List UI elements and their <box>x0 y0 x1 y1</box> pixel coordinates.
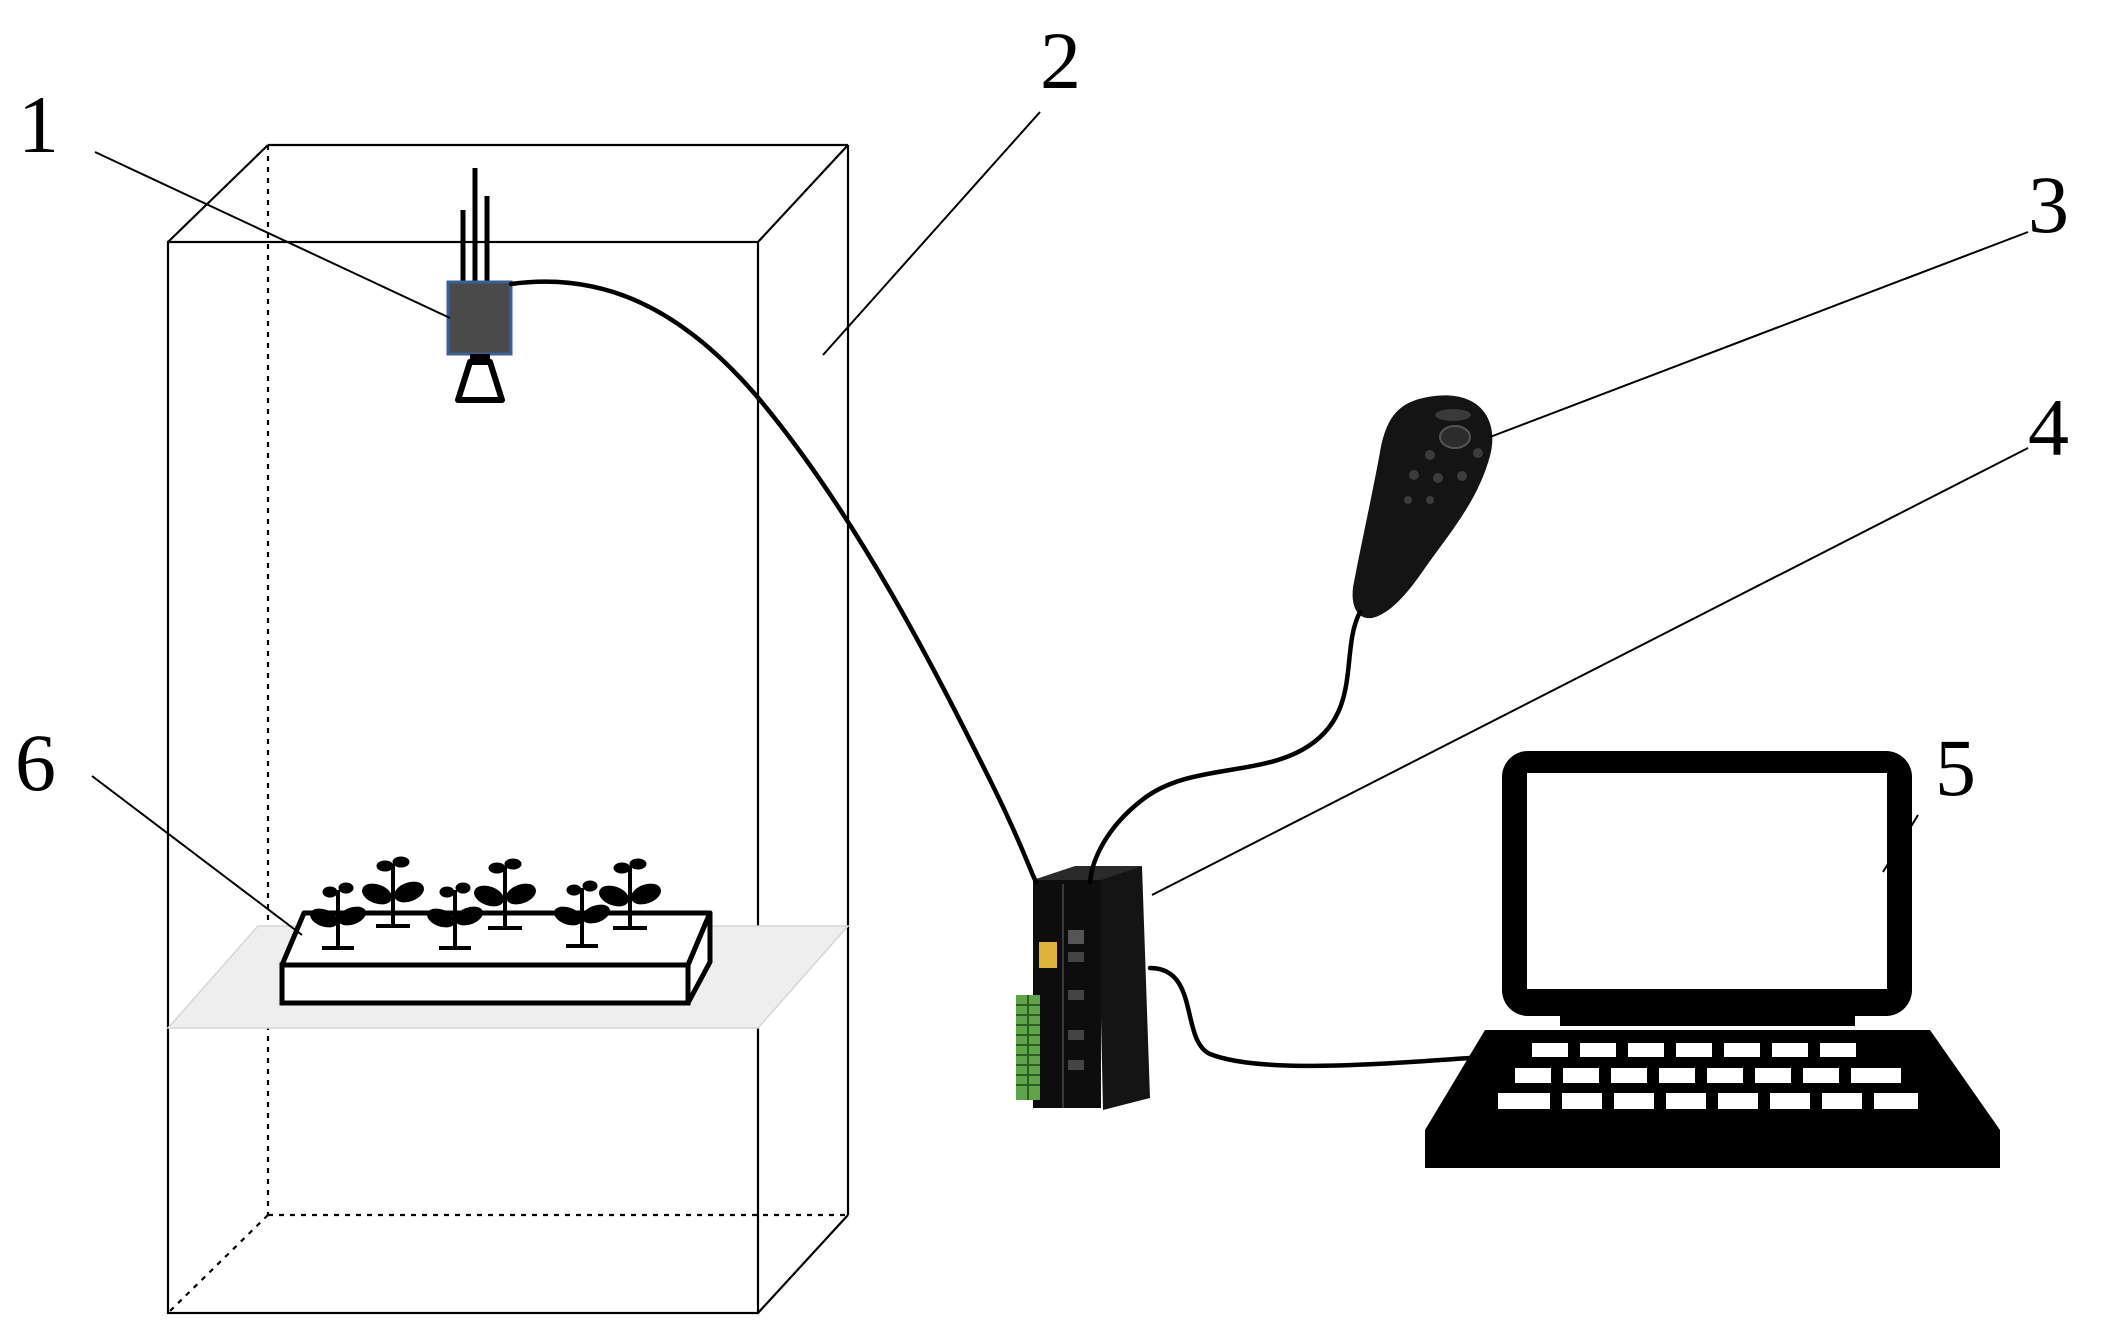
seedling-3-icon <box>427 882 483 950</box>
seedling-6-icon <box>599 858 661 930</box>
laptop-cable <box>1147 965 1473 1069</box>
seedling-4-icon <box>474 858 536 930</box>
seedling-2-icon <box>362 856 424 928</box>
callout-5: 5 <box>1935 722 1976 813</box>
seedling-1-icon <box>310 882 366 950</box>
camera-cable <box>508 279 1039 885</box>
callout-labels: 1 2 3 4 5 6 <box>15 15 2069 813</box>
cables <box>508 279 1473 1069</box>
seedling-5-icon <box>554 880 610 948</box>
seedlings <box>310 856 661 950</box>
callout-1: 1 <box>18 79 59 170</box>
callout-6: 6 <box>15 717 56 808</box>
callout-2: 2 <box>1040 15 1081 106</box>
camera-icon <box>446 168 513 403</box>
pendant-cable <box>1087 609 1363 885</box>
callout-4: 4 <box>2028 382 2069 473</box>
controller-module <box>1016 866 1150 1110</box>
laptop-icon <box>1425 751 2000 1168</box>
leader-lines <box>91 111 2029 936</box>
handheld-pendant-icon <box>1352 395 1493 619</box>
callout-3: 3 <box>2028 159 2069 250</box>
